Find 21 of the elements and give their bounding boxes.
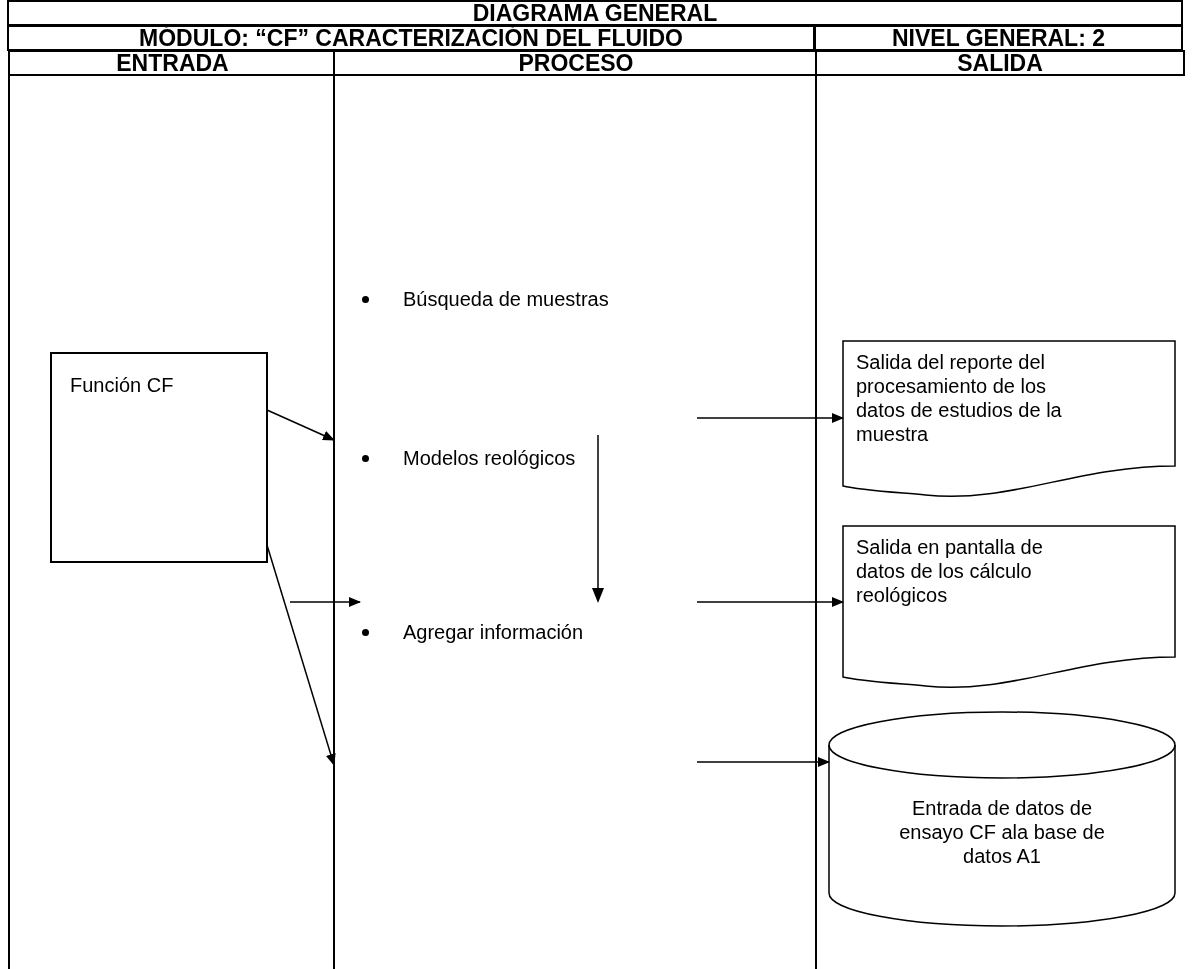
swimlane: [8, 50, 333, 969]
arrow: [266, 544, 336, 766]
process-step-text: Búsqueda de muestras: [403, 287, 609, 311]
column-header: PROCESO: [333, 50, 817, 76]
arrow: [696, 757, 830, 767]
process-box: Función CF: [50, 352, 268, 563]
arrow: [266, 409, 335, 441]
header-cell: NIVEL GENERAL: 2: [814, 25, 1183, 51]
process-step-text: Modelos reológicos: [403, 446, 576, 470]
arrow: [696, 413, 844, 423]
column-header: SALIDA: [815, 50, 1185, 76]
diagram-title: DIAGRAMA GENERAL: [472, 1, 718, 25]
arrow: [696, 597, 844, 607]
document-text: Salida en pantalla de datos de los cálculo reológicos: [856, 535, 1044, 607]
arrow: [289, 597, 361, 607]
header-cell: MÓDULO: “CF” CARACTERIZACIÓN DEL FLUIDO: [7, 25, 815, 51]
document-text: Salida del reporte del procesamiento de los datos de estudios de la muestra: [856, 350, 1063, 446]
swimlane: [333, 50, 815, 969]
process-step-text: Agregar información: [403, 620, 584, 644]
column-header: ENTRADA: [8, 50, 335, 76]
database-text: Entrada de datos de ensayo CF ala base de datos A1: [898, 796, 1106, 868]
